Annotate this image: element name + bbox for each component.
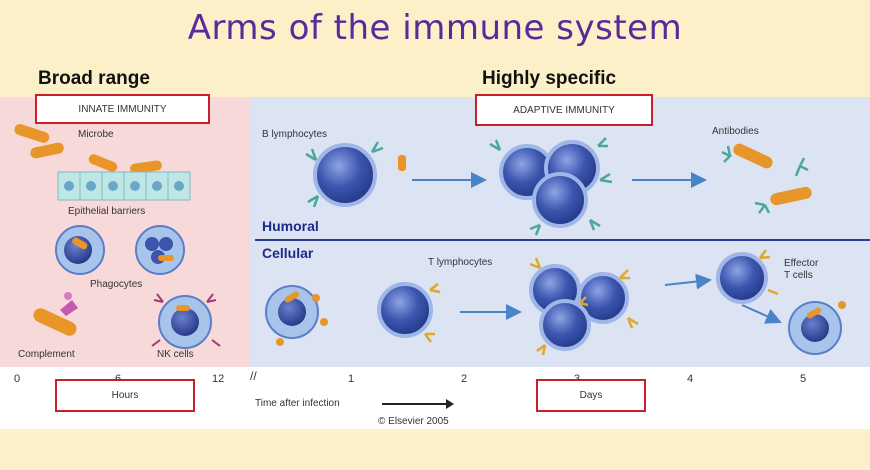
time-arrow-head-icon [446,399,454,409]
axis-break-icon: // [250,369,257,383]
nk-cells-label: NK cells [157,349,194,360]
antibodies-label: Antibodies [712,126,759,137]
cellular-arrow-3 [741,304,782,324]
adaptive-heading: Highly specific [482,68,617,89]
day-tick-2: 2 [461,373,468,385]
day-tick-5: 5 [800,373,807,385]
t-lymphocytes-label: T lymphocytes [428,257,493,268]
adaptive-immunity-box: ADAPTIVE IMMUNITY [475,94,653,126]
t-lymphocyte-icon [377,282,441,343]
phagocyte-icon [55,225,185,275]
hours-box: Hours [55,379,195,412]
diagram-title: Arms of the immune system [187,8,683,48]
humoral-label: Humoral [262,218,319,234]
b-lymphocyte-icon [305,141,406,208]
hour-tick-0: 0 [14,373,21,385]
time-arrow-line [382,403,448,405]
microbe-label: Microbe [78,129,114,140]
hour-tick-12: 12 [212,373,225,385]
infected-cell-icon [788,301,846,355]
effector-label: Effector [784,258,819,269]
antigen-presenting-cell-icon [265,285,328,346]
innate-heading: Broad range [38,68,150,89]
effector-t-cell-icon [716,249,779,304]
innate-immunity-box: INNATE IMMUNITY [35,94,210,124]
microbe-icon [14,124,162,174]
b-lymphocytes-label: B lymphocytes [262,129,328,140]
days-box: Days [536,379,646,412]
humoral-cellular-divider [255,239,870,241]
t-cell-cluster-icon [529,257,639,356]
day-tick-1: 1 [348,373,355,385]
b-cell-cluster-icon [489,137,613,236]
t-cells-label: T cells [784,270,813,281]
epithelial-barriers-label: Epithelial barriers [68,206,146,217]
antibodies-icon [721,143,812,214]
time-axis-label: Time after infection [255,398,340,409]
epithelial-barrier-icon [57,171,191,201]
copyright-text: © Elsevier 2005 [378,416,449,427]
complement-label: Complement [18,349,75,360]
cellular-label: Cellular [262,245,314,261]
day-tick-4: 4 [687,373,694,385]
complement-icon [33,292,78,336]
phagocytes-label: Phagocytes [90,279,143,290]
nk-cell-icon [151,293,221,349]
cellular-arrow-2 [664,273,712,290]
